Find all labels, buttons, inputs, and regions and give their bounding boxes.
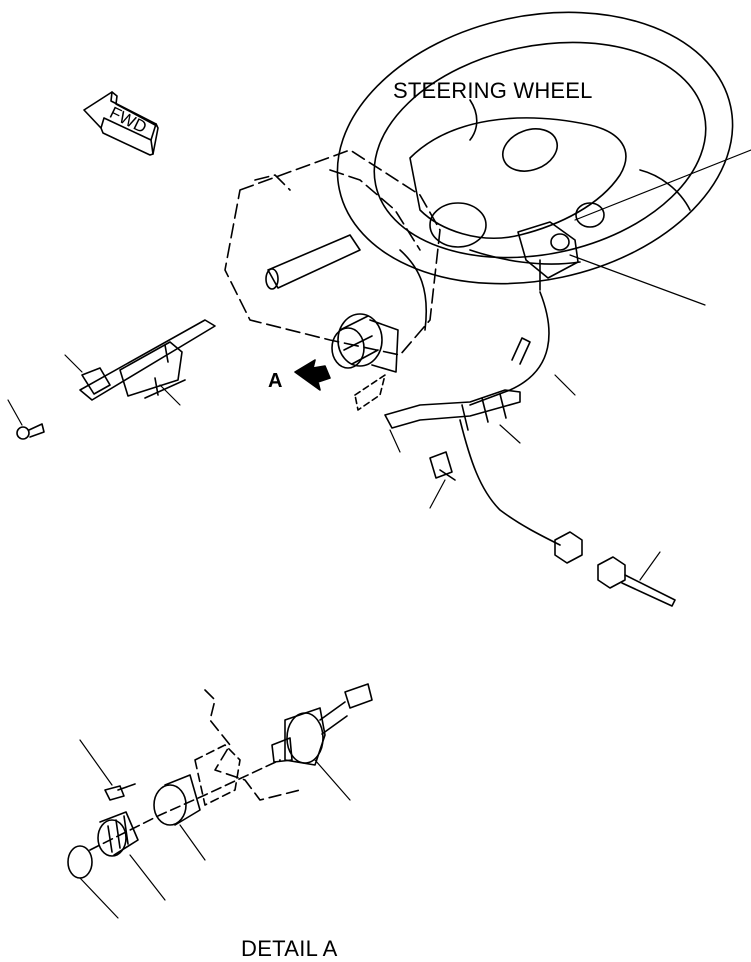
combination-switch	[517, 221, 579, 291]
leader-lines-detail	[79, 739, 351, 919]
steering-wheel-label: STEERING WHEEL	[393, 78, 593, 103]
steering-wheel	[336, 11, 734, 331]
wire-harness	[384, 291, 676, 607]
column-housing	[224, 149, 441, 356]
fwd-direction-arrow: FWD	[83, 91, 159, 156]
column-shaft	[265, 234, 361, 290]
view-a-label: A	[268, 370, 283, 392]
fwd-label: FWD	[107, 103, 150, 137]
detail-a-caption: DETAIL A	[241, 936, 338, 961]
view-arrow-a	[294, 359, 331, 391]
leader-lines-top	[7, 149, 751, 581]
ignition-switch	[331, 313, 399, 411]
left-lever-assembly	[16, 319, 216, 440]
detail-a-exploded-view	[67, 683, 373, 879]
